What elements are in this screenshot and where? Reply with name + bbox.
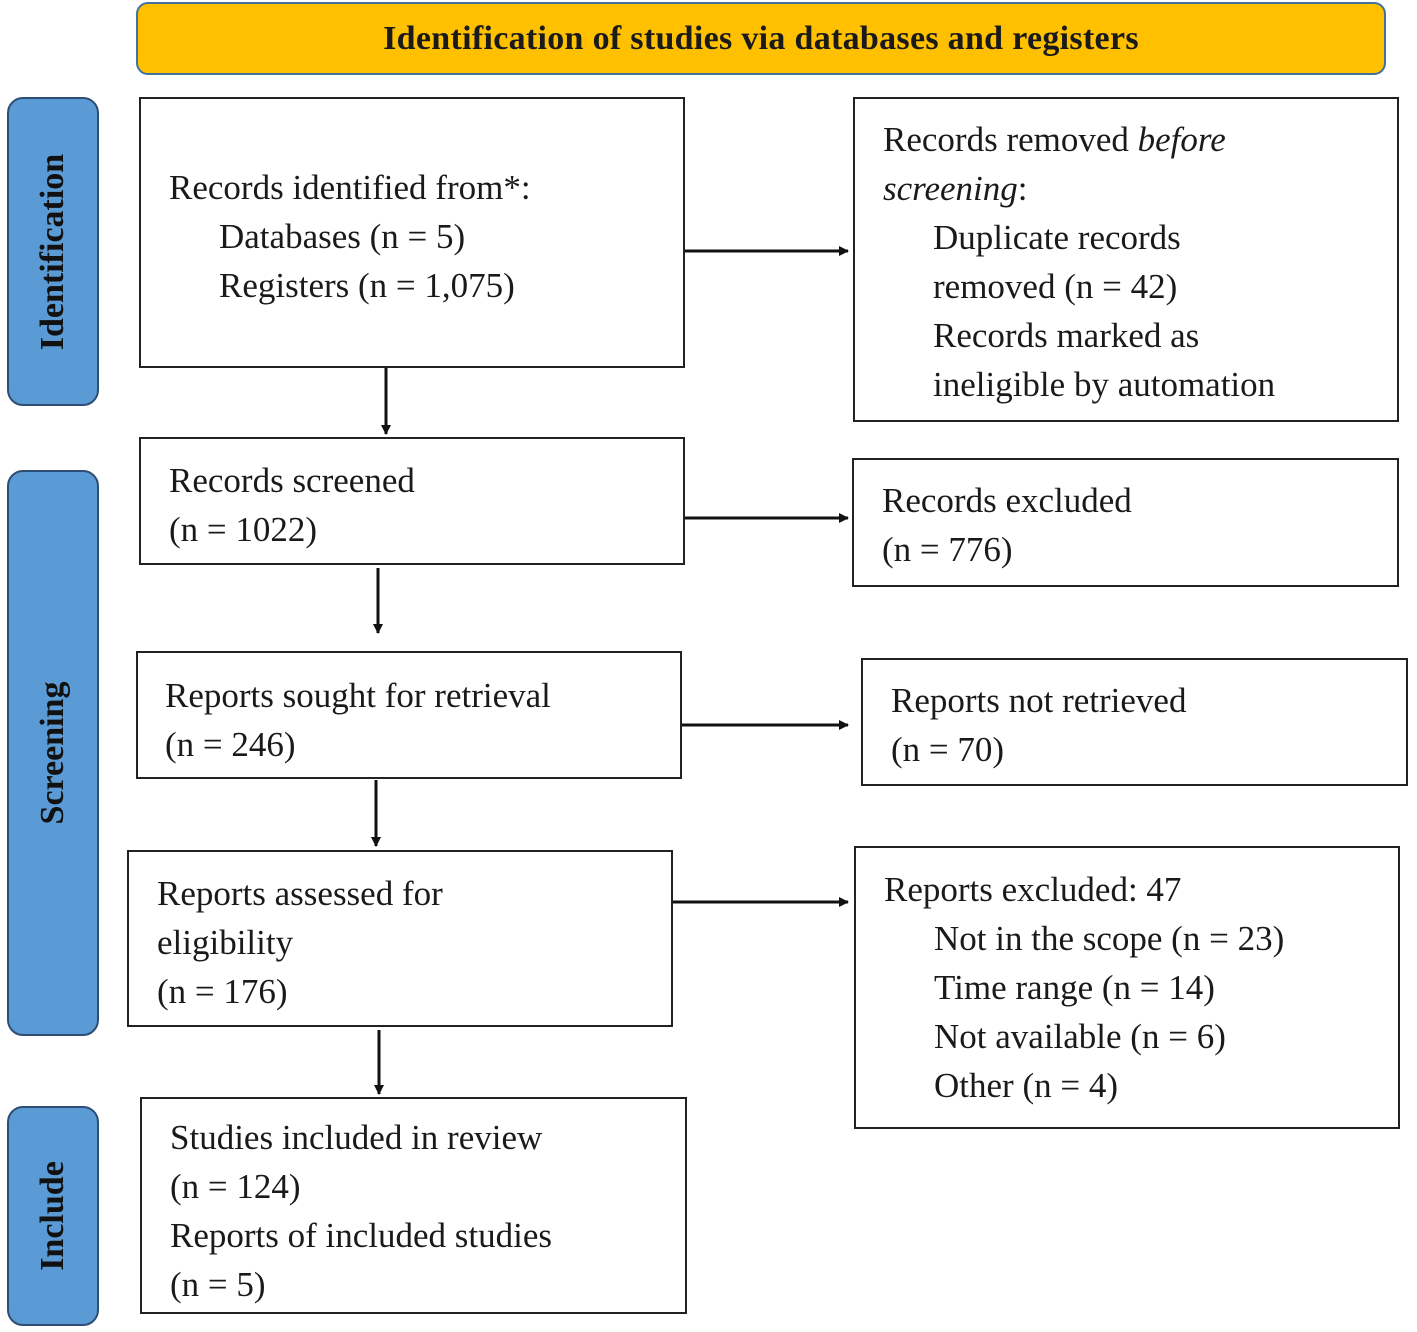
reports-sought-count: (n = 246) bbox=[165, 725, 296, 764]
reports-assessed-label-2: eligibility bbox=[157, 923, 294, 962]
reports-included-label: Reports of included studies bbox=[170, 1216, 553, 1255]
records-identified-registers: Registers (n = 1,075) bbox=[219, 266, 515, 305]
records-removed-subtitle-b: : bbox=[1017, 169, 1028, 208]
records-screened-count: (n = 1022) bbox=[169, 510, 318, 549]
excluded-scope: Not in the scope (n = 23) bbox=[934, 919, 1285, 958]
reports-assessed-label-1: Reports assessed for bbox=[157, 874, 443, 913]
duplicates-label-2: removed (n = 42) bbox=[933, 267, 1178, 306]
phase-screening: Screening bbox=[7, 470, 99, 1036]
reports-excluded-title: Reports excluded: 47 bbox=[884, 870, 1182, 909]
excluded-time-range: Time range (n = 14) bbox=[934, 968, 1215, 1007]
records-removed-subtitle-a: screening bbox=[883, 169, 1018, 208]
header-title: Identification of studies via databases … bbox=[383, 19, 1139, 57]
excluded-not-available: Not available (n = 6) bbox=[934, 1017, 1226, 1056]
automation-label-2: ineligible by automation bbox=[933, 365, 1276, 404]
records-identified-box: Records identified from*: Databases (n =… bbox=[139, 97, 685, 368]
records-excluded-count: (n = 776) bbox=[882, 530, 1013, 569]
records-identified-databases: Databases (n = 5) bbox=[219, 217, 466, 256]
records-removed-title-a: Records removed bbox=[883, 120, 1138, 159]
records-excluded-label: Records excluded bbox=[882, 481, 1132, 520]
reports-sought-box: Reports sought for retrieval (n = 246) bbox=[136, 651, 682, 779]
duplicates-label-1: Duplicate records bbox=[933, 218, 1181, 257]
reports-not-retrieved-label: Reports not retrieved bbox=[891, 681, 1187, 720]
studies-included-count: (n = 124) bbox=[170, 1167, 301, 1206]
automation-label-1: Records marked as bbox=[933, 316, 1200, 355]
reports-sought-label: Reports sought for retrieval bbox=[165, 676, 551, 715]
records-removed-title-b: before bbox=[1137, 120, 1226, 159]
studies-included-label: Studies included in review bbox=[170, 1118, 543, 1157]
reports-not-retrieved-box: Reports not retrieved (n = 70) bbox=[861, 658, 1408, 786]
reports-not-retrieved-count: (n = 70) bbox=[891, 730, 1005, 769]
records-excluded-box: Records excluded (n = 776) bbox=[852, 458, 1399, 587]
records-removed-title: Records removed before bbox=[883, 115, 1397, 164]
phase-identification: Identification bbox=[7, 97, 99, 406]
reports-assessed-count: (n = 176) bbox=[157, 972, 288, 1011]
records-screened-box: Records screened (n = 1022) bbox=[139, 437, 685, 565]
reports-assessed-box: Reports assessed for eligibility (n = 17… bbox=[127, 850, 673, 1027]
header-banner: Identification of studies via databases … bbox=[136, 2, 1386, 75]
records-identified-title: Records identified from*: bbox=[169, 168, 531, 207]
studies-included-box: Studies included in review (n = 124) Rep… bbox=[140, 1097, 687, 1314]
records-removed-subtitle: screening: bbox=[883, 164, 1397, 213]
records-removed-box: Records removed before screening: Duplic… bbox=[853, 97, 1399, 422]
reports-included-count: (n = 5) bbox=[170, 1265, 266, 1304]
phase-include: Include bbox=[7, 1106, 99, 1326]
records-screened-label: Records screened bbox=[169, 461, 415, 500]
reports-excluded-box: Reports excluded: 47 Not in the scope (n… bbox=[854, 846, 1400, 1129]
excluded-other: Other (n = 4) bbox=[934, 1066, 1118, 1105]
